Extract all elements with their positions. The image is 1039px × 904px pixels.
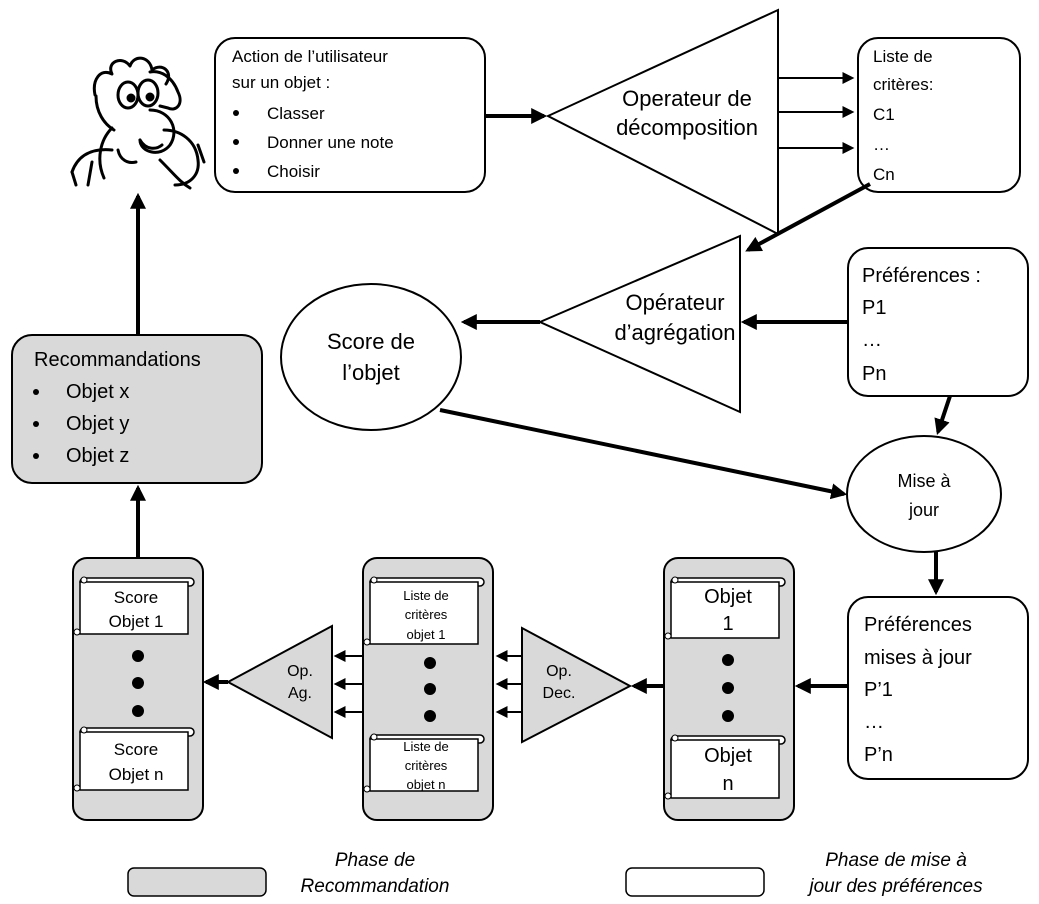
criteria-last: Cn — [873, 165, 895, 184]
bullet-icon — [233, 139, 239, 145]
updated-preferences-last: P’n — [864, 744, 893, 766]
op-dec-operator — [521, 626, 633, 744]
ellipsis-dot — [424, 710, 436, 722]
criteria-list-box — [857, 37, 1021, 193]
legend-recommendation-swatch — [127, 867, 267, 897]
criteria-list-title-1: Liste de — [873, 47, 933, 66]
updated-preferences-title-1: Préférences — [864, 614, 972, 636]
arrows — [130, 72, 952, 718]
user-action-item: Choisir — [267, 162, 320, 181]
user-action-box — [214, 37, 486, 193]
criteria-top-line-1: Liste de — [403, 588, 449, 603]
op-ag-label-1: Op. — [287, 663, 313, 680]
criteria-top-line-3: objet 1 — [406, 627, 445, 642]
scroll-icon — [363, 576, 485, 646]
bullet-icon — [233, 168, 239, 174]
score-bottom-line-1: Score — [114, 740, 158, 759]
scroll-icon — [73, 726, 195, 792]
update-node — [846, 435, 1002, 553]
scroll-icon — [664, 734, 786, 800]
update-label-1: Mise à — [897, 471, 951, 491]
preferences-last: Pn — [862, 363, 886, 385]
user-action-title-1: Action de l’utilisateur — [232, 47, 388, 66]
aggregation-operator-label-1: Opérateur — [625, 290, 724, 315]
updated-preferences-first: P’1 — [864, 679, 893, 701]
object-score-node — [280, 283, 462, 431]
decomposition-operator-label-1: Operateur de — [622, 86, 752, 111]
decomposition-operator-label-2: décomposition — [616, 115, 758, 140]
op-ag-label-2: Ag. — [288, 685, 312, 702]
bullet-icon — [33, 453, 39, 459]
op-dec-label-2: Dec. — [543, 685, 576, 702]
thinking-user-icon — [70, 56, 206, 190]
ellipsis-dot — [132, 677, 144, 689]
criteria-bottom-line-1: Liste de — [403, 739, 449, 754]
preferences-title: Préférences : — [862, 265, 981, 287]
object-bottom-line-1: Objet — [704, 745, 752, 767]
object-top-line-2: 1 — [722, 613, 733, 635]
criteria-bottom-line-2: critères — [405, 758, 448, 773]
updated-preferences-title-2: mises à jour — [864, 647, 972, 669]
bullet-icon — [33, 421, 39, 427]
arrow — [745, 182, 871, 252]
legend-recommendation-label-2: Recommandation — [301, 876, 450, 897]
arrow — [439, 408, 848, 500]
aggregation-operator-label-2: d’agrégation — [614, 320, 735, 345]
criteria-list-title-2: critères: — [873, 75, 933, 94]
score-bottom-line-2: Objet n — [109, 765, 164, 784]
ellipsis-dot — [424, 683, 436, 695]
ellipsis-dot — [722, 710, 734, 722]
legend-update-label-2: jour des préférences — [806, 876, 983, 897]
updated-preferences-ellipsis: … — [864, 711, 884, 733]
bullet-icon — [233, 110, 239, 116]
bullet-icon — [33, 389, 39, 395]
object-score-label-2: l’objet — [342, 360, 399, 385]
legend-update-swatch — [625, 867, 765, 897]
preferences-first: P1 — [862, 297, 886, 319]
arrow — [934, 395, 952, 436]
scroll-icon — [664, 576, 786, 640]
object-top-line-1: Objet — [704, 586, 752, 608]
recommendation-item: Objet z — [66, 445, 129, 467]
legend: Phase de Recommandation Phase de mise à … — [127, 850, 983, 897]
criteria-bottom-line-3: objet n — [406, 777, 445, 792]
update-label-2: jour — [908, 500, 939, 520]
op-dec-label-1: Op. — [546, 663, 572, 680]
object-bottom-line-2: n — [722, 773, 733, 795]
object-score-label-1: Score de — [327, 329, 415, 354]
scroll-icon — [73, 576, 195, 636]
user-action-item: Classer — [267, 104, 325, 123]
ellipsis-dot — [132, 705, 144, 717]
ellipsis-dot — [424, 657, 436, 669]
aggregation-operator — [537, 234, 741, 414]
criteria-ellipsis: … — [873, 135, 890, 154]
user-action-title-2: sur un objet : — [232, 73, 330, 92]
recommendation-item: Objet x — [66, 381, 129, 403]
legend-recommendation-label-1: Phase de — [335, 850, 415, 871]
scroll-icon — [363, 733, 485, 793]
criteria-first: C1 — [873, 105, 895, 124]
ellipsis-dot — [722, 654, 734, 666]
criteria-top-line-2: critères — [405, 607, 448, 622]
legend-update-label-1: Phase de mise à — [825, 850, 967, 871]
decomposition-operator — [545, 8, 779, 236]
op-ag-operator — [225, 624, 333, 740]
score-top-line-1: Score — [114, 588, 158, 607]
recommendation-item: Objet y — [66, 413, 129, 435]
ellipsis-dot — [722, 682, 734, 694]
ellipsis-dot — [132, 650, 144, 662]
preferences-ellipsis: … — [862, 329, 882, 351]
user-action-item: Donner une note — [267, 133, 394, 152]
recommendations-title: Recommandations — [34, 349, 201, 371]
score-top-line-2: Objet 1 — [109, 612, 164, 631]
